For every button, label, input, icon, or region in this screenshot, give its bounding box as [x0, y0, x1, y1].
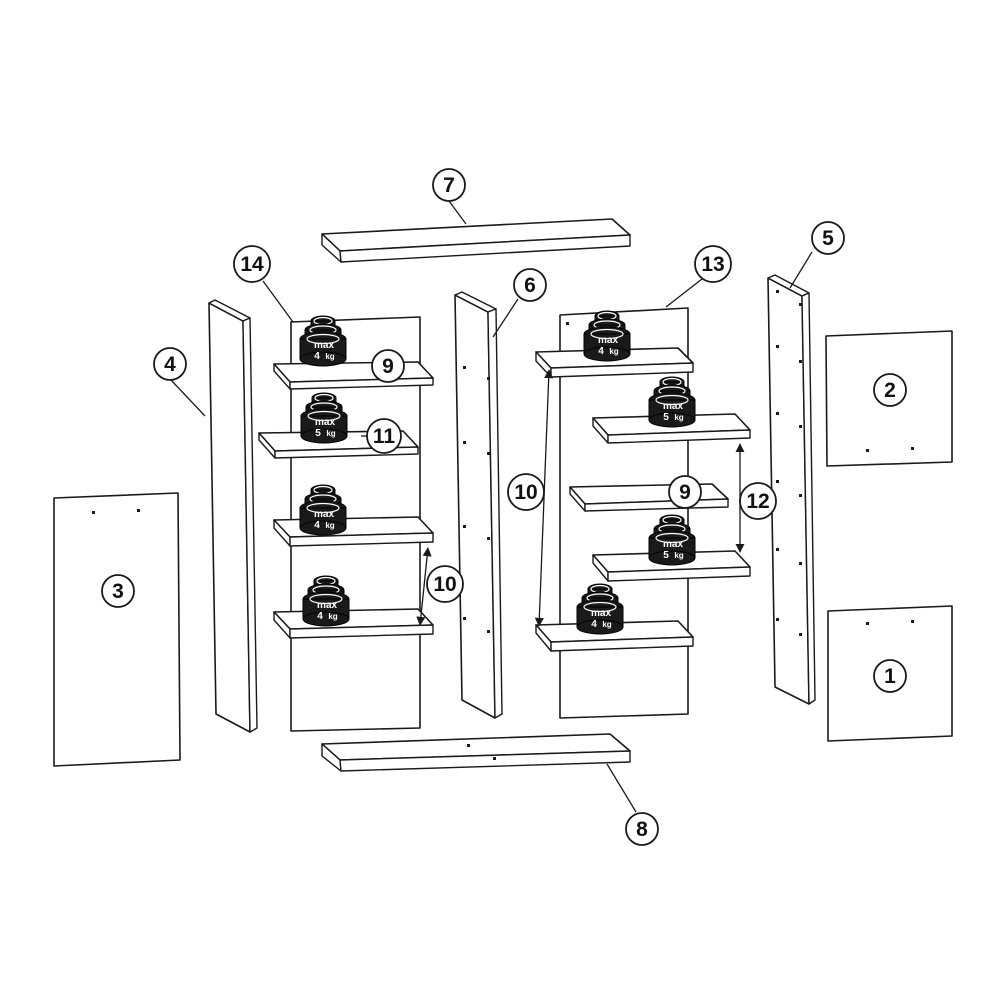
part-4-left-board: [208, 299, 258, 733]
callout-1-label: 1: [884, 665, 896, 688]
callout-4: 4: [153, 347, 187, 381]
callout-12-label: 12: [746, 490, 769, 513]
weight-value: 4: [314, 351, 320, 362]
part-8-bottom-panel: [321, 733, 631, 772]
callout-9-left: 9: [371, 349, 405, 383]
weight-max-label: max: [591, 608, 611, 619]
left-shelf-10-upper: [273, 516, 434, 547]
weight-max-label: max: [663, 401, 683, 412]
right-shelf-9: [569, 483, 729, 512]
part-5-right-board: [767, 274, 816, 705]
weight-unit: kg: [325, 521, 334, 530]
callout-9-right: 9: [668, 475, 702, 509]
part-7-top-panel: [321, 218, 631, 263]
weight-max-label: max: [315, 417, 335, 428]
callout-9-right-label: 9: [679, 481, 691, 504]
weight-max-label: max: [314, 340, 334, 351]
callout-6-label: 6: [524, 274, 536, 297]
callout-3: 3: [101, 574, 135, 608]
weight-unit: kg: [674, 551, 683, 560]
callout-10-left-label: 10: [433, 573, 456, 596]
callout-14: 14: [233, 245, 271, 283]
weight-unit: kg: [328, 612, 337, 621]
weight-max-label: max: [598, 335, 618, 346]
callout-2-label: 2: [884, 379, 896, 402]
right-shelf-12-upper: [592, 413, 751, 444]
callout-5: 5: [811, 221, 845, 255]
part-6-middle-board: [454, 291, 503, 719]
weight-value: 5: [663, 550, 669, 561]
weight-unit: kg: [674, 413, 683, 422]
callout-10-right-label: 10: [514, 481, 537, 504]
weight-max-label: max: [663, 539, 683, 550]
weight-value: 4: [314, 520, 320, 531]
callout-14-label: 14: [240, 253, 264, 276]
callout-6: 6: [513, 268, 547, 302]
callout-10-right: 10: [507, 473, 545, 511]
weight-value: 4: [317, 611, 323, 622]
callout-2: 2: [873, 373, 907, 407]
callout-11: 11: [366, 418, 402, 454]
weight-value: 4: [591, 619, 597, 630]
weight-max-label: max: [314, 509, 334, 520]
weight-unit: kg: [325, 352, 334, 361]
weight-max-label: max: [317, 600, 337, 611]
callout-10-left: 10: [426, 565, 464, 603]
callout-1: 1: [873, 659, 907, 693]
callout-3-label: 3: [112, 580, 124, 603]
callout-12: 12: [739, 482, 777, 520]
weight-unit: kg: [609, 347, 618, 356]
callout-11-label: 11: [373, 425, 396, 448]
part-3-side-panel: [53, 492, 181, 767]
leader-lines: [169, 200, 813, 813]
callout-5-label: 5: [822, 227, 834, 250]
callout-13-label: 13: [701, 253, 724, 276]
left-shelf-10-lower: [273, 608, 434, 639]
weight-unit: kg: [326, 429, 335, 438]
callout-13: 13: [694, 245, 732, 283]
callout-8: 8: [625, 812, 659, 846]
callout-7-label: 7: [443, 174, 455, 197]
callout-8-label: 8: [636, 818, 648, 841]
weight-unit: kg: [602, 620, 611, 629]
weight-value: 5: [315, 428, 321, 439]
callout-9-left-label: 9: [382, 355, 394, 378]
weight-value: 4: [598, 346, 604, 357]
callout-4-label: 4: [164, 353, 176, 376]
weight-value: 5: [663, 412, 669, 423]
left-shelf-9: [273, 361, 434, 390]
callout-7: 7: [432, 168, 466, 202]
